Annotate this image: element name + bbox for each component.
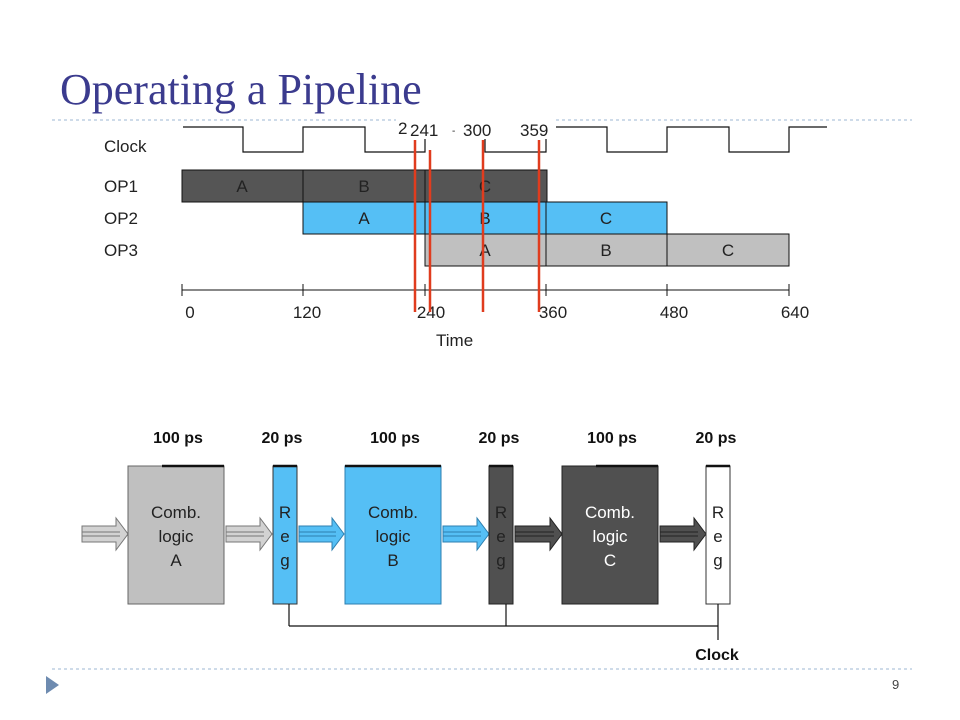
- comb-a-line1: Comb.: [151, 503, 201, 522]
- op3-bar: A B C: [424, 233, 790, 267]
- marker-label-300: 300: [463, 121, 491, 140]
- page-number: 9: [892, 677, 899, 692]
- time-tick-0: 0: [185, 303, 194, 322]
- time-markers: 2 241 - 300 359: [396, 115, 556, 312]
- op1-label: OP1: [104, 177, 138, 196]
- op2-stage-b: B: [479, 209, 490, 228]
- reg3-letter-e: e: [713, 527, 722, 546]
- register-2: R e g: [488, 464, 514, 605]
- op3-stage-b: B: [600, 241, 611, 260]
- reg2-letter-r: R: [495, 503, 507, 522]
- op1-stage-a: A: [236, 177, 248, 196]
- reg1-letter-g: g: [280, 551, 289, 570]
- reg3-letter-g: g: [713, 551, 722, 570]
- input-arrow: [81, 516, 129, 552]
- delay-comb-b: 100 ps: [370, 430, 420, 447]
- op1-stage-c: C: [479, 177, 491, 196]
- time-axis: 0 120 240 360 480 640 Time: [181, 284, 809, 350]
- delay-reg-3: 20 ps: [696, 430, 737, 447]
- op2-bar: A B C: [302, 201, 668, 235]
- reg3-letter-r: R: [712, 503, 724, 522]
- delay-labels: 100 ps 20 ps 100 ps 20 ps 100 ps 20 ps: [153, 430, 736, 447]
- op3-stage-c: C: [722, 241, 734, 260]
- arrow-c-to-reg3: [659, 516, 707, 552]
- comb-c-line3: C: [604, 551, 616, 570]
- op3-label: OP3: [104, 241, 138, 260]
- arrow-a-to-reg1: [225, 516, 273, 552]
- comb-logic-b: Comb. logic B: [344, 464, 442, 605]
- time-tick-240: 240: [417, 303, 445, 322]
- comb-b-line2: logic: [376, 527, 411, 546]
- op1-bar: A B C: [181, 169, 548, 203]
- op2-label: OP2: [104, 209, 138, 228]
- comb-b-line1: Comb.: [368, 503, 418, 522]
- comb-a-line2: logic: [159, 527, 194, 546]
- op2-stage-a: A: [358, 209, 370, 228]
- marker-label-2: 2: [398, 119, 407, 138]
- arrow-reg2-to-c: [514, 516, 563, 552]
- delay-reg-2: 20 ps: [479, 430, 520, 447]
- register-1: R e g: [272, 464, 298, 605]
- comb-b-line3: B: [387, 551, 398, 570]
- footer-triangle-icon: [46, 676, 59, 694]
- comb-logic-c: Comb. logic C: [561, 464, 659, 605]
- reg2-letter-g: g: [496, 551, 505, 570]
- comb-c-line1: Comb.: [585, 503, 635, 522]
- marker-label-359: 359: [520, 121, 548, 140]
- time-tick-120: 120: [293, 303, 321, 322]
- marker-label-dash: -: [452, 126, 455, 137]
- time-tick-640: 640: [781, 303, 809, 322]
- delay-comb-a: 100 ps: [153, 430, 203, 447]
- time-tick-480: 480: [660, 303, 688, 322]
- marker-label-241: 241: [410, 121, 438, 140]
- comb-a-line3: A: [170, 551, 182, 570]
- hw-clock-label: Clock: [695, 647, 739, 664]
- register-3: R e g: [705, 464, 731, 605]
- marker-label-backdrop: [396, 115, 556, 139]
- time-tick-360: 360: [539, 303, 567, 322]
- arrow-b-to-reg2: [442, 516, 490, 552]
- time-axis-label: Time: [436, 331, 473, 350]
- reg1-letter-r: R: [279, 503, 291, 522]
- page-title: Operating a Pipeline: [60, 65, 422, 114]
- comb-c-line2: logic: [593, 527, 628, 546]
- op1-stage-b: B: [358, 177, 369, 196]
- delay-comb-c: 100 ps: [587, 430, 637, 447]
- clock-waveform: [183, 126, 827, 153]
- clock-label: Clock: [104, 137, 147, 156]
- op2-stage-c: C: [600, 209, 612, 228]
- reg2-letter-e: e: [496, 527, 505, 546]
- reg1-letter-e: e: [280, 527, 289, 546]
- comb-logic-a: Comb. logic A: [127, 464, 225, 605]
- clock-network: Clock: [288, 604, 739, 664]
- delay-reg-1: 20 ps: [262, 430, 303, 447]
- arrow-reg1-to-b: [298, 516, 345, 552]
- op3-stage-a: A: [479, 241, 491, 260]
